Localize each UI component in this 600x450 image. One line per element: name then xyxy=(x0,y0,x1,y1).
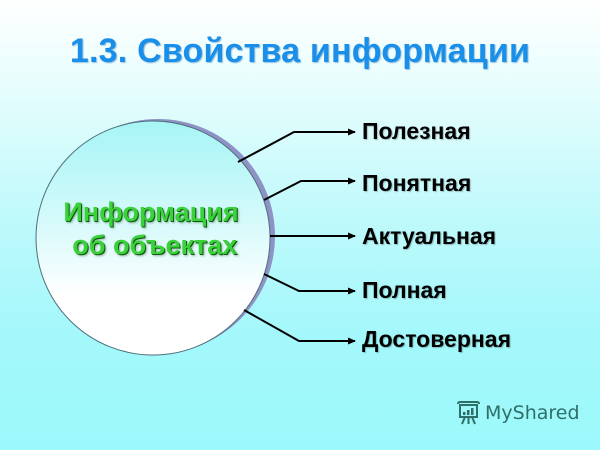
property-label-understandable: Понятная xyxy=(362,170,472,196)
property-label-useful: Полезная xyxy=(362,118,471,144)
slide-title: 1.3. Свойства информации xyxy=(69,32,531,70)
center-circle xyxy=(35,120,271,356)
myshared-watermark: MyShared xyxy=(455,400,580,426)
connector-arrow-5 xyxy=(243,309,356,345)
watermark-text: MyShared xyxy=(485,402,580,424)
property-label-relevant: Актуальная xyxy=(362,223,497,249)
connector-arrow-2 xyxy=(263,177,356,201)
property-label-complete: Полная xyxy=(362,277,447,303)
presentation-board-icon xyxy=(457,401,480,425)
connector-arrow-4 xyxy=(263,273,356,295)
connector-arrow-1 xyxy=(237,128,356,163)
property-label-reliable: Достоверная xyxy=(362,326,511,352)
center-label-line-1: Информация xyxy=(63,197,239,227)
center-node-label: Информация об объектах xyxy=(36,196,266,262)
center-label-line-2: об объектах xyxy=(72,230,238,260)
